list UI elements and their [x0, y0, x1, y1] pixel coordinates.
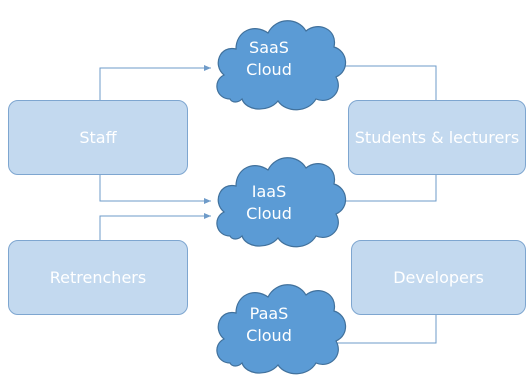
developers-label: Developers	[393, 268, 484, 287]
connector-students-iaas	[330, 175, 437, 204]
connector-staff-saas	[99, 65, 211, 100]
saas-cloud	[216, 20, 347, 111]
retrenchers-box: Retrenchers	[8, 240, 188, 315]
paas-cloud-label-line1: PaaS	[249, 304, 289, 323]
iaas-cloud-label: IaaS Cloud	[209, 181, 329, 225]
students-lecturers-label: Students & lecturers	[354, 128, 520, 147]
retrenchers-label: Retrenchers	[49, 268, 147, 287]
paas-cloud	[216, 284, 347, 375]
connector-developers-paas	[330, 315, 437, 346]
saas-cloud-label-line1: SaaS	[249, 38, 289, 57]
paas-cloud-label-line2: Cloud	[246, 326, 292, 345]
staff-label: Staff	[79, 128, 117, 147]
iaas-cloud-label-line1: IaaS	[251, 182, 287, 201]
students-lecturers-box: Students & lecturers	[348, 100, 526, 175]
iaas-cloud	[216, 157, 347, 248]
connector-students-saas	[333, 63, 437, 100]
staff-box: Staff	[8, 100, 188, 175]
developers-box: Developers	[351, 240, 526, 315]
paas-cloud-label: PaaS Cloud	[209, 303, 329, 347]
connector-staff-iaas	[99, 175, 211, 204]
connector-retrenchers-iaas	[99, 213, 211, 240]
saas-cloud-label-line2: Cloud	[246, 60, 292, 79]
iaas-cloud-label-line2: Cloud	[246, 204, 292, 223]
saas-cloud-label: SaaS Cloud	[209, 37, 329, 81]
